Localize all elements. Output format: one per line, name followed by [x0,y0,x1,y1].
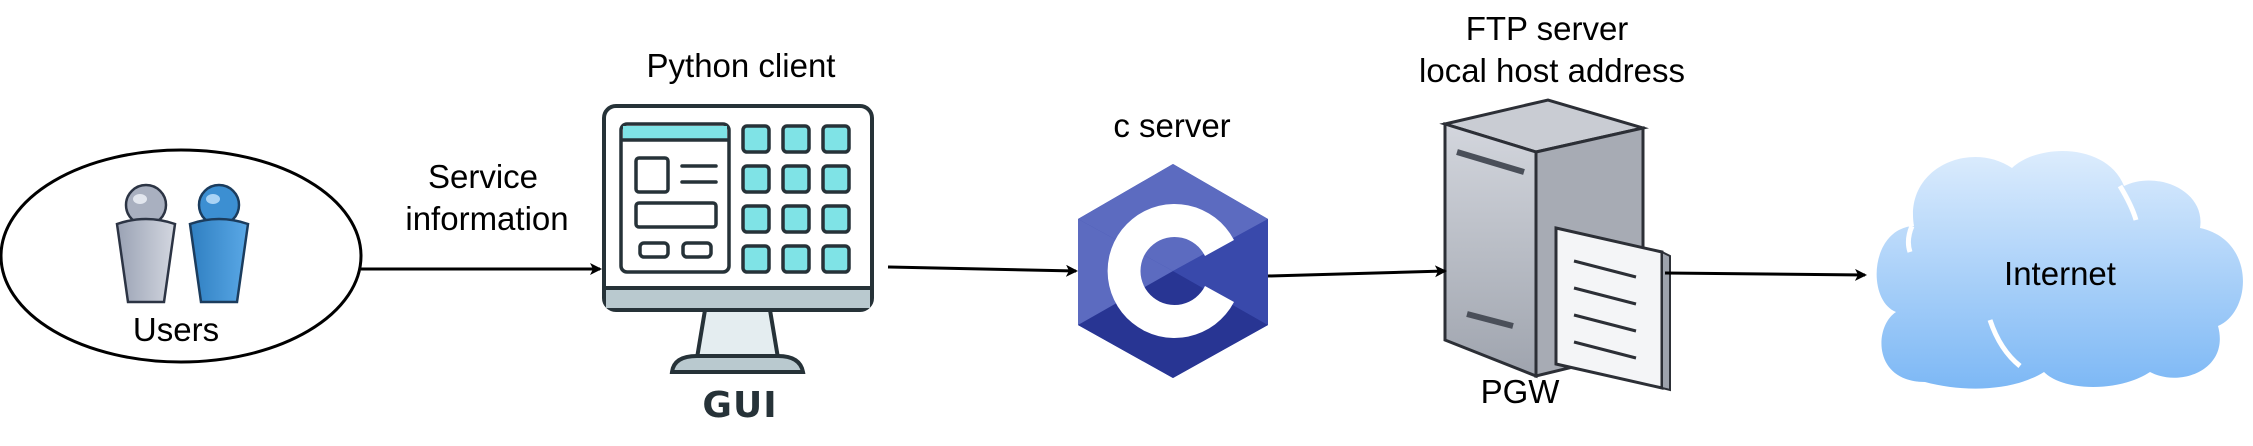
internet-label: Internet [2004,255,2116,292]
c-server-label: c server [1113,107,1231,144]
arrow-cserver-to-pgw [1267,265,1447,278]
c-language-logo-icon [1078,164,1268,378]
c-server-node [1078,164,1268,378]
service-info-label-line2: information [405,200,569,237]
server-tower-icon [1439,98,1671,392]
users-node [0,148,363,364]
pgw-label: PGW [1480,373,1560,410]
ftp-server-label-line1: FTP server [1465,10,1629,47]
service-info-label-line1: Service [427,158,539,195]
ftp-server-node [1439,98,1671,392]
connectors [361,263,1867,281]
arrow-pgw-to-internet [1664,268,1867,281]
users-label: Users [132,311,220,348]
users-ellipse [0,148,363,364]
users-icon [115,183,250,304]
ftp-server-label-line2: local host address [1419,52,1685,89]
python-client-label: Python client [646,47,836,84]
computer-monitor-icon [602,104,874,374]
gui-label: GUI [702,385,778,426]
arrow-client-to-cserver [887,264,1078,277]
internet-node [1876,150,2243,389]
python-client-node [602,104,874,374]
cloud-icon [1876,150,2243,389]
